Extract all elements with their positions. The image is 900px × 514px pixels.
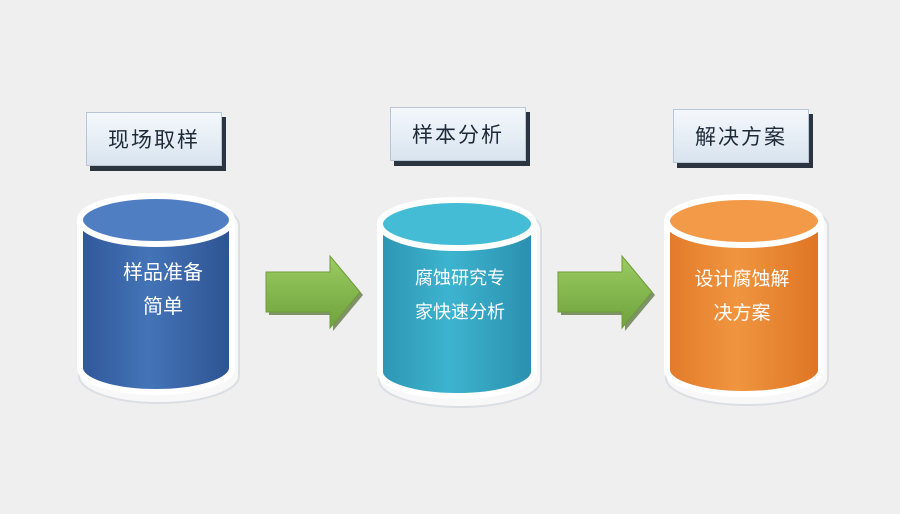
step-1-description: 样品准备 简单 [88, 255, 238, 323]
step-1-label: 现场取样 [86, 112, 222, 166]
arrow-2 [557, 254, 655, 331]
step-3-description: 设计腐蚀解 决方案 [666, 262, 818, 330]
step-2-label: 样本分析 [390, 107, 526, 161]
step-2-line-1: 腐蚀研究专 [415, 268, 505, 289]
step-2-description: 腐蚀研究专 家快速分析 [385, 262, 535, 330]
step-3-line-1: 设计腐蚀解 [694, 268, 790, 290]
arrow-1 [265, 254, 363, 331]
step-2-line-2: 家快速分析 [415, 302, 505, 323]
step-3-line-2: 决方案 [713, 302, 771, 324]
cylinder-2 [377, 197, 542, 408]
step-3-label: 解决方案 [673, 109, 809, 163]
cylinder-1 [77, 193, 240, 404]
step-1-line-2: 简单 [143, 294, 183, 318]
cylinder-3 [664, 194, 829, 406]
step-1-line-1: 样品准备 [123, 260, 203, 284]
